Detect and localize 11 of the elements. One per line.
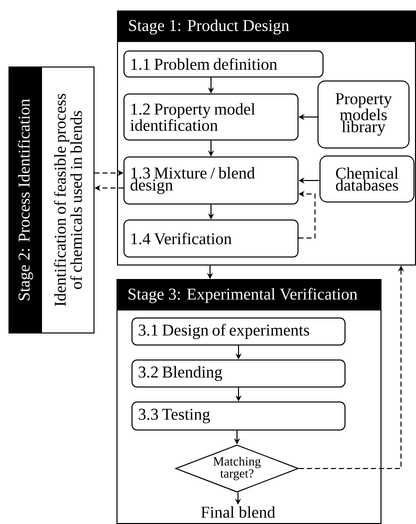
stage-panel: Stage 2: Process Identification Identification of feasible process of chemicals used in blends xyxy=(8,66,94,334)
output-text: Final blend xyxy=(201,506,276,518)
step-box: 3.2 Blending xyxy=(132,360,346,388)
step-box: 1.1 Problem definition xyxy=(124,50,324,78)
step-box: 3.3 Testing xyxy=(132,402,346,430)
step-box: 3.1 Design of experiments xyxy=(132,318,346,346)
resource-box: Property models library xyxy=(318,80,410,148)
step-box: 1.2 Property model identification xyxy=(124,94,298,140)
resource-box: Chemical databases xyxy=(320,156,414,202)
step-box: 1.3 Mixture / blend design xyxy=(124,156,298,204)
step-box: 1.4 Verification xyxy=(124,220,298,258)
